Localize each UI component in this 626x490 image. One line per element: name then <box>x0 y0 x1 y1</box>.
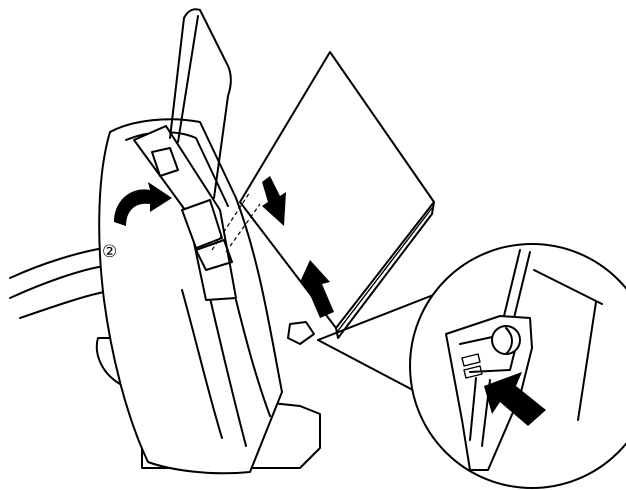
up-arrow-icon <box>300 260 334 318</box>
rotate-arrow-icon <box>114 182 172 226</box>
paper-chute <box>133 125 237 301</box>
paper-guide-lever <box>287 321 315 345</box>
guide-dashed-lines <box>211 191 261 253</box>
detail-magnifier <box>409 243 626 489</box>
paper-support-wire <box>169 8 232 199</box>
detail-arrow-icon <box>484 372 546 426</box>
power-cables <box>9 247 105 319</box>
callout-label: ② <box>102 242 117 262</box>
scanner-body <box>98 118 283 475</box>
down-arrow-icon <box>262 176 286 226</box>
detail-callout-cone <box>317 289 447 399</box>
callout-badge: ② <box>102 242 117 262</box>
